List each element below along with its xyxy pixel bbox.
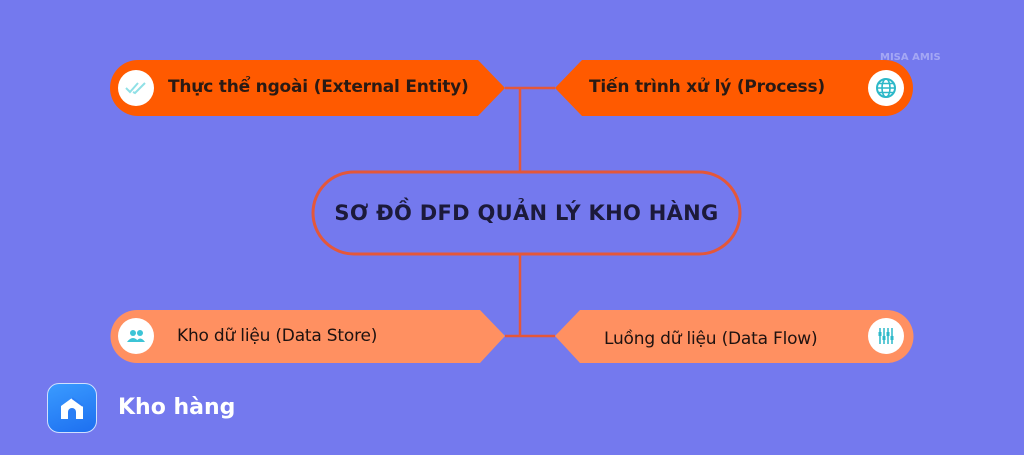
home-icon: [47, 383, 97, 433]
users-icon: [118, 318, 154, 354]
node-shape-data-store: [110, 310, 505, 363]
sliders-icon: [868, 318, 904, 354]
node-data-store: Kho dữ liệu (Data Store): [177, 326, 378, 346]
brand-name: Kho hàng: [118, 395, 236, 420]
diagram-title: SƠ ĐỒ DFD QUẢN LÝ KHO HÀNG: [334, 201, 719, 225]
node-external-entity: Thực thể ngoài (External Entity): [168, 77, 469, 97]
watermark: MISA AMIS: [880, 52, 941, 63]
title-pill: [311, 170, 742, 256]
globe-icon: [868, 70, 904, 106]
double-check-icon: [118, 70, 154, 106]
node-shape-process: [555, 60, 913, 116]
node-shape-external-entity: [110, 60, 505, 116]
connector-lines: [505, 86, 555, 338]
node-data-flow: Luồng dữ liệu (Data Flow): [604, 329, 818, 349]
node-shape-data-flow: [555, 310, 914, 363]
node-process: Tiến trình xử lý (Process): [589, 77, 825, 97]
